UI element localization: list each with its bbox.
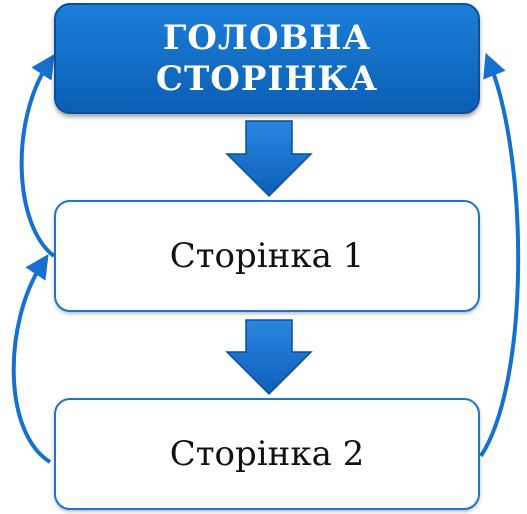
page1-node: Сторінка 1 xyxy=(54,200,480,312)
home-page-title: ГОЛОВНА СТОРІНКА xyxy=(155,17,379,99)
page2-node: Сторінка 2 xyxy=(54,398,480,510)
return-arrow-page2-to-home xyxy=(479,52,521,458)
home-page-node: ГОЛОВНА СТОРІНКА xyxy=(54,3,480,114)
down-arrow-page1-to-page2 xyxy=(225,319,313,396)
return-arrow-page2-to-page1 xyxy=(11,253,52,464)
page1-label: Сторінка 1 xyxy=(169,236,365,276)
page2-label: Сторінка 2 xyxy=(169,434,365,474)
return-arrow-page1-to-home xyxy=(19,53,56,258)
down-arrow-home-to-page1 xyxy=(225,120,313,198)
